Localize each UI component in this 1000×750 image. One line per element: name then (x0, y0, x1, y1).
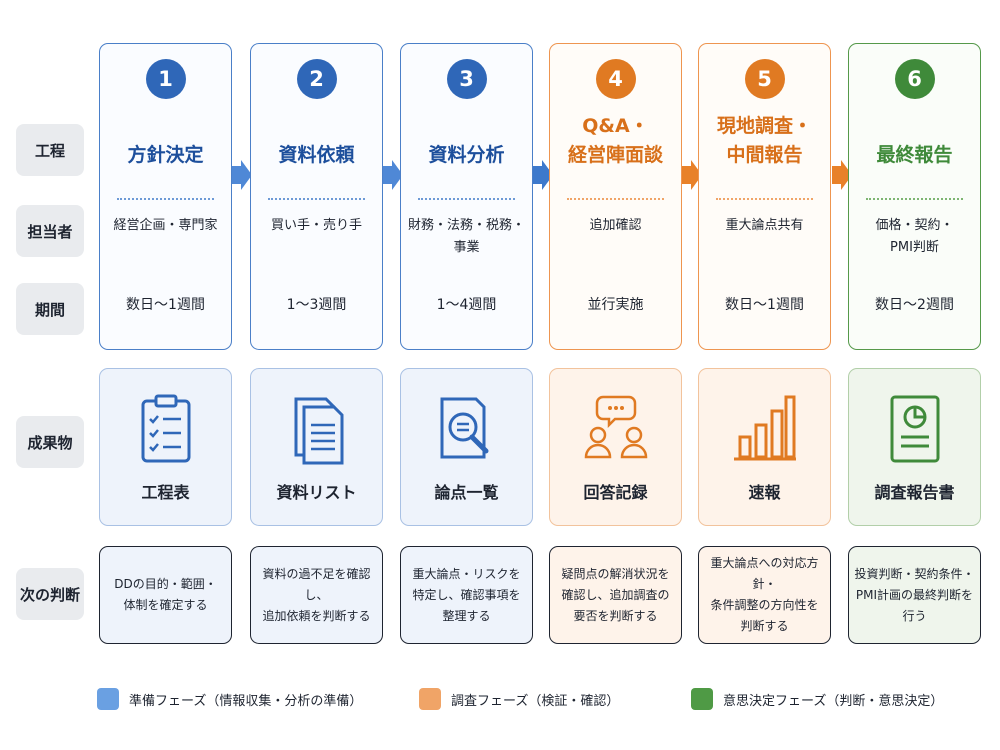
documents-icon (294, 397, 343, 465)
output-card-4: 回答記録 (549, 368, 682, 526)
step-period: 数日〜1週間 (725, 297, 804, 313)
step-period: 1〜4週間 (436, 297, 497, 313)
step-owner: 価格・契約・ PMI判断 (875, 218, 954, 255)
divider (866, 198, 963, 200)
legend-label: 調査フェーズ（検証・確認） (451, 693, 620, 709)
legend-swatch (97, 688, 119, 710)
output-label: 工程表 (141, 483, 190, 502)
next-decision-2: 資料の過不足を確認し、 追加依頼を判断する (250, 546, 383, 644)
step-owner: 重大論点共有 (725, 218, 804, 233)
output-label: 調査報告書 (874, 483, 955, 502)
step-card-6: 6 最終報告 価格・契約・ PMI判断 数日〜2週間 (848, 43, 981, 350)
next-decision-text: 疑問点の解消状況を 確認し、追加調査の 要否を判断する (561, 566, 670, 623)
divider (567, 198, 664, 200)
row-label-process: 工程 (16, 124, 84, 176)
legend-item-investigation: 調査フェーズ（検証・確認） (419, 688, 619, 710)
next-decision-text: DDの目的・範囲・ 体制を確定する (114, 577, 217, 612)
output-label: 資料リスト (276, 483, 357, 502)
arrow-right-icon (682, 160, 702, 190)
bar-chart-icon (733, 395, 796, 461)
legend-swatch (419, 688, 441, 710)
divider (117, 198, 214, 200)
row-label-output: 成果物 (16, 416, 84, 468)
report-document-icon (890, 395, 939, 463)
legend-item-decision: 意思決定フェーズ（判断・意思決定） (691, 688, 943, 710)
step-number-badge: 2 (296, 59, 337, 99)
next-decision-text: 資料の過不足を確認し、 追加依頼を判断する (262, 566, 371, 623)
divider (418, 198, 515, 200)
output-card-6: 調査報告書 (848, 368, 981, 526)
step-owner: 買い手・売り手 (270, 218, 362, 233)
legend-label: 準備フェーズ（情報収集・分析の準備） (129, 693, 363, 709)
arrow-right-icon (533, 160, 553, 190)
arrow-right-icon (232, 160, 252, 190)
output-label: 論点一覧 (434, 483, 499, 502)
step-title: 資料分析 (428, 143, 505, 166)
step-number-badge: 1 (145, 59, 186, 99)
next-decision-text: 重大論点・リスクを 特定し、確認事項を 整理する (412, 566, 521, 623)
clipboard-checklist-icon (141, 394, 190, 463)
output-label: 回答記録 (583, 483, 648, 502)
legend-label: 意思決定フェーズ（判断・意思決定） (723, 693, 944, 709)
next-decision-3: 重大論点・リスクを 特定し、確認事項を 整理する (400, 546, 533, 644)
step-card-3: 3 資料分析 財務・法務・税務・ 事業 1〜4週間 (400, 43, 533, 350)
step-number-badge: 4 (595, 59, 636, 99)
legend-swatch (691, 688, 713, 710)
row-label-owner: 担当者 (16, 205, 84, 257)
step-number-badge: 5 (744, 59, 785, 99)
step-card-4: 4 Q&A・ 経営陣面談 追加確認 並行実施 (549, 43, 682, 350)
arrow-right-icon (832, 160, 852, 190)
step-period: 数日〜2週間 (875, 297, 954, 313)
step-owner: 財務・法務・税務・ 事業 (407, 218, 525, 255)
step-card-1: 1 方針決定 経営企画・専門家 数日〜1週間 (99, 43, 232, 350)
output-card-2: 資料リスト (250, 368, 383, 526)
step-owner: 追加確認 (589, 218, 642, 233)
step-title: 最終報告 (876, 143, 953, 166)
row-label-next: 次の判断 (16, 568, 84, 620)
next-decision-5: 重大論点への対応方針・ 条件調整の方向性を 判断する (698, 546, 831, 644)
step-title: 方針決定 (127, 143, 204, 166)
step-number-badge: 3 (446, 59, 487, 99)
step-period: 1〜3週間 (286, 297, 347, 313)
step-card-5: 5 現地調査・ 中間報告 重大論点共有 数日〜1週間 (698, 43, 831, 350)
row-label-period: 期間 (16, 283, 84, 335)
step-title: 資料依頼 (278, 143, 355, 166)
next-decision-6: 投資判断・契約条件・ PMI計画の最終判断を 行う (848, 546, 981, 644)
next-decision-text: 投資判断・契約条件・ PMI計画の最終判断を 行う (854, 566, 975, 623)
people-speech-icon (584, 395, 647, 459)
output-card-5: 速報 (698, 368, 831, 526)
document-magnifier-icon (440, 397, 488, 459)
step-title: 現地調査・ 中間報告 (716, 115, 812, 166)
step-period: 並行実施 (587, 297, 644, 313)
output-card-1: 工程表 (99, 368, 232, 526)
next-decision-text: 重大論点への対応方針・ 条件調整の方向性を 判断する (710, 556, 819, 633)
output-card-3: 論点一覧 (400, 368, 533, 526)
step-number-badge: 6 (894, 59, 935, 99)
next-decision-1: DDの目的・範囲・ 体制を確定する (99, 546, 232, 644)
next-decision-4: 疑問点の解消状況を 確認し、追加調査の 要否を判断する (549, 546, 682, 644)
step-card-2: 2 資料依頼 買い手・売り手 1〜3週間 (250, 43, 383, 350)
arrow-right-icon (383, 160, 403, 190)
step-period: 数日〜1週間 (126, 297, 205, 313)
legend-item-prep: 準備フェーズ（情報収集・分析の準備） (97, 688, 362, 710)
output-label: 速報 (748, 483, 781, 502)
divider (716, 198, 813, 200)
step-owner: 経営企画・専門家 (113, 218, 218, 233)
divider (268, 198, 365, 200)
step-title: Q&A・ 経営陣面談 (567, 115, 663, 166)
